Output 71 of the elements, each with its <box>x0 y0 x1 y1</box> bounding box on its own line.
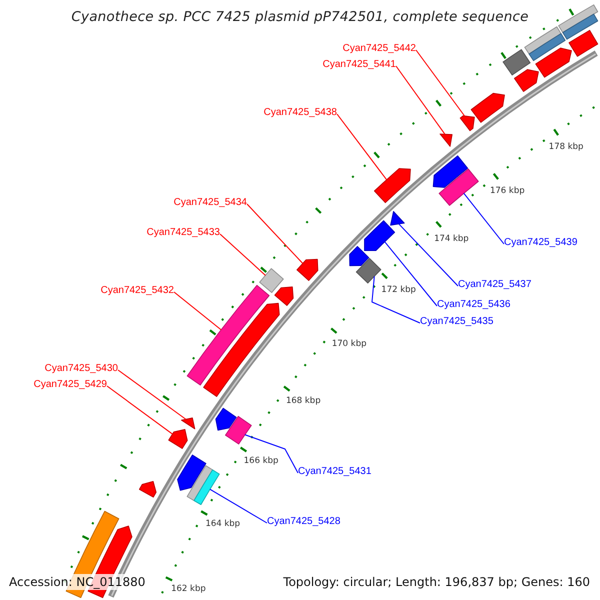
gene-feature <box>356 258 382 284</box>
scale-label: 164 kbp <box>205 518 240 529</box>
gene-feature <box>438 168 479 206</box>
gene-feature <box>364 220 396 252</box>
gene-feature <box>296 258 318 281</box>
gene-feature <box>194 469 220 506</box>
gene-label: Cyan7425_5434 <box>174 197 247 209</box>
leader-line <box>246 204 304 264</box>
scale-label: 170 kbp <box>332 339 366 350</box>
gene-label: Cyan7425_5442 <box>342 43 416 55</box>
accession-label: Accession: NC_011880 <box>7 574 148 590</box>
gene-feature <box>524 26 562 54</box>
gene-feature <box>186 284 270 386</box>
gene-label: Cyan7425_5435 <box>420 316 494 328</box>
leader-line <box>372 276 420 324</box>
gene-label: Cyan7425_5437 <box>458 279 532 291</box>
gene-feature <box>470 92 505 123</box>
leader-line <box>396 66 446 135</box>
genome-summary: Topology: circular; Length: 196,837 bp; Genes: 160 <box>281 574 592 590</box>
scale-label: 178 kbp <box>548 142 584 152</box>
leader-line <box>244 434 298 474</box>
gene-feature <box>562 14 598 40</box>
scale-label: 162 kbp <box>171 584 206 594</box>
gene-feature <box>138 480 157 498</box>
scale-label: 166 kbp <box>244 456 278 466</box>
leader-line <box>106 386 173 435</box>
gene-feature <box>528 33 566 62</box>
gene-feature <box>502 49 531 76</box>
gene-feature <box>186 465 213 501</box>
scale-label: 176 kbp <box>490 186 525 196</box>
gene-feature <box>259 268 284 293</box>
gene-feature <box>203 302 280 397</box>
leader-line <box>118 370 186 420</box>
gene-label: Cyan7425_5436 <box>437 299 510 311</box>
leader-line <box>463 192 504 244</box>
gene-feature <box>181 418 196 430</box>
gene-label: Cyan7425_5429 <box>34 379 107 391</box>
gene-label: Cyan7425_5428 <box>267 516 340 528</box>
gene-feature <box>215 408 237 431</box>
gene-label: Cyan7425_5431 <box>298 466 372 478</box>
gene-feature <box>460 115 475 132</box>
leader-line <box>398 223 458 286</box>
gene-feature <box>558 4 598 33</box>
gene-feature <box>514 69 539 92</box>
gene-feature <box>274 286 294 306</box>
gene-feature <box>535 48 572 78</box>
scale-label: 172 kbp <box>381 284 416 295</box>
leader-line <box>220 234 266 276</box>
leader-line <box>416 50 465 116</box>
gene-label: Cyan7425_5441 <box>322 59 396 71</box>
gene-feature <box>432 155 468 188</box>
gene-feature <box>177 454 206 491</box>
gene-label: Cyan7425_5430 <box>44 363 118 375</box>
scale-label: 174 kbp <box>434 234 469 244</box>
gene-feature <box>349 246 370 266</box>
scale-label: 168 kbp <box>286 396 321 406</box>
leader-line <box>384 241 438 306</box>
gene-feature <box>225 416 252 444</box>
diagram-title: Cyanothece sp. PCC 7425 plasmid pP742501, complete sequence <box>71 9 529 25</box>
leader-line <box>336 114 388 180</box>
gene-label: Cyan7425_5438 <box>264 107 337 119</box>
gene-feature <box>568 30 598 57</box>
gene-label: Cyan7425_5432 <box>100 285 174 297</box>
leader-line <box>210 488 268 524</box>
leader-line <box>174 292 222 330</box>
gene-feature <box>168 429 188 449</box>
gene-feature <box>440 134 452 147</box>
gene-label: Cyan7425_5439 <box>504 237 578 249</box>
gene-feature <box>374 168 411 204</box>
gene-label: Cyan7425_5433 <box>146 227 220 239</box>
gene-feature <box>390 211 405 226</box>
